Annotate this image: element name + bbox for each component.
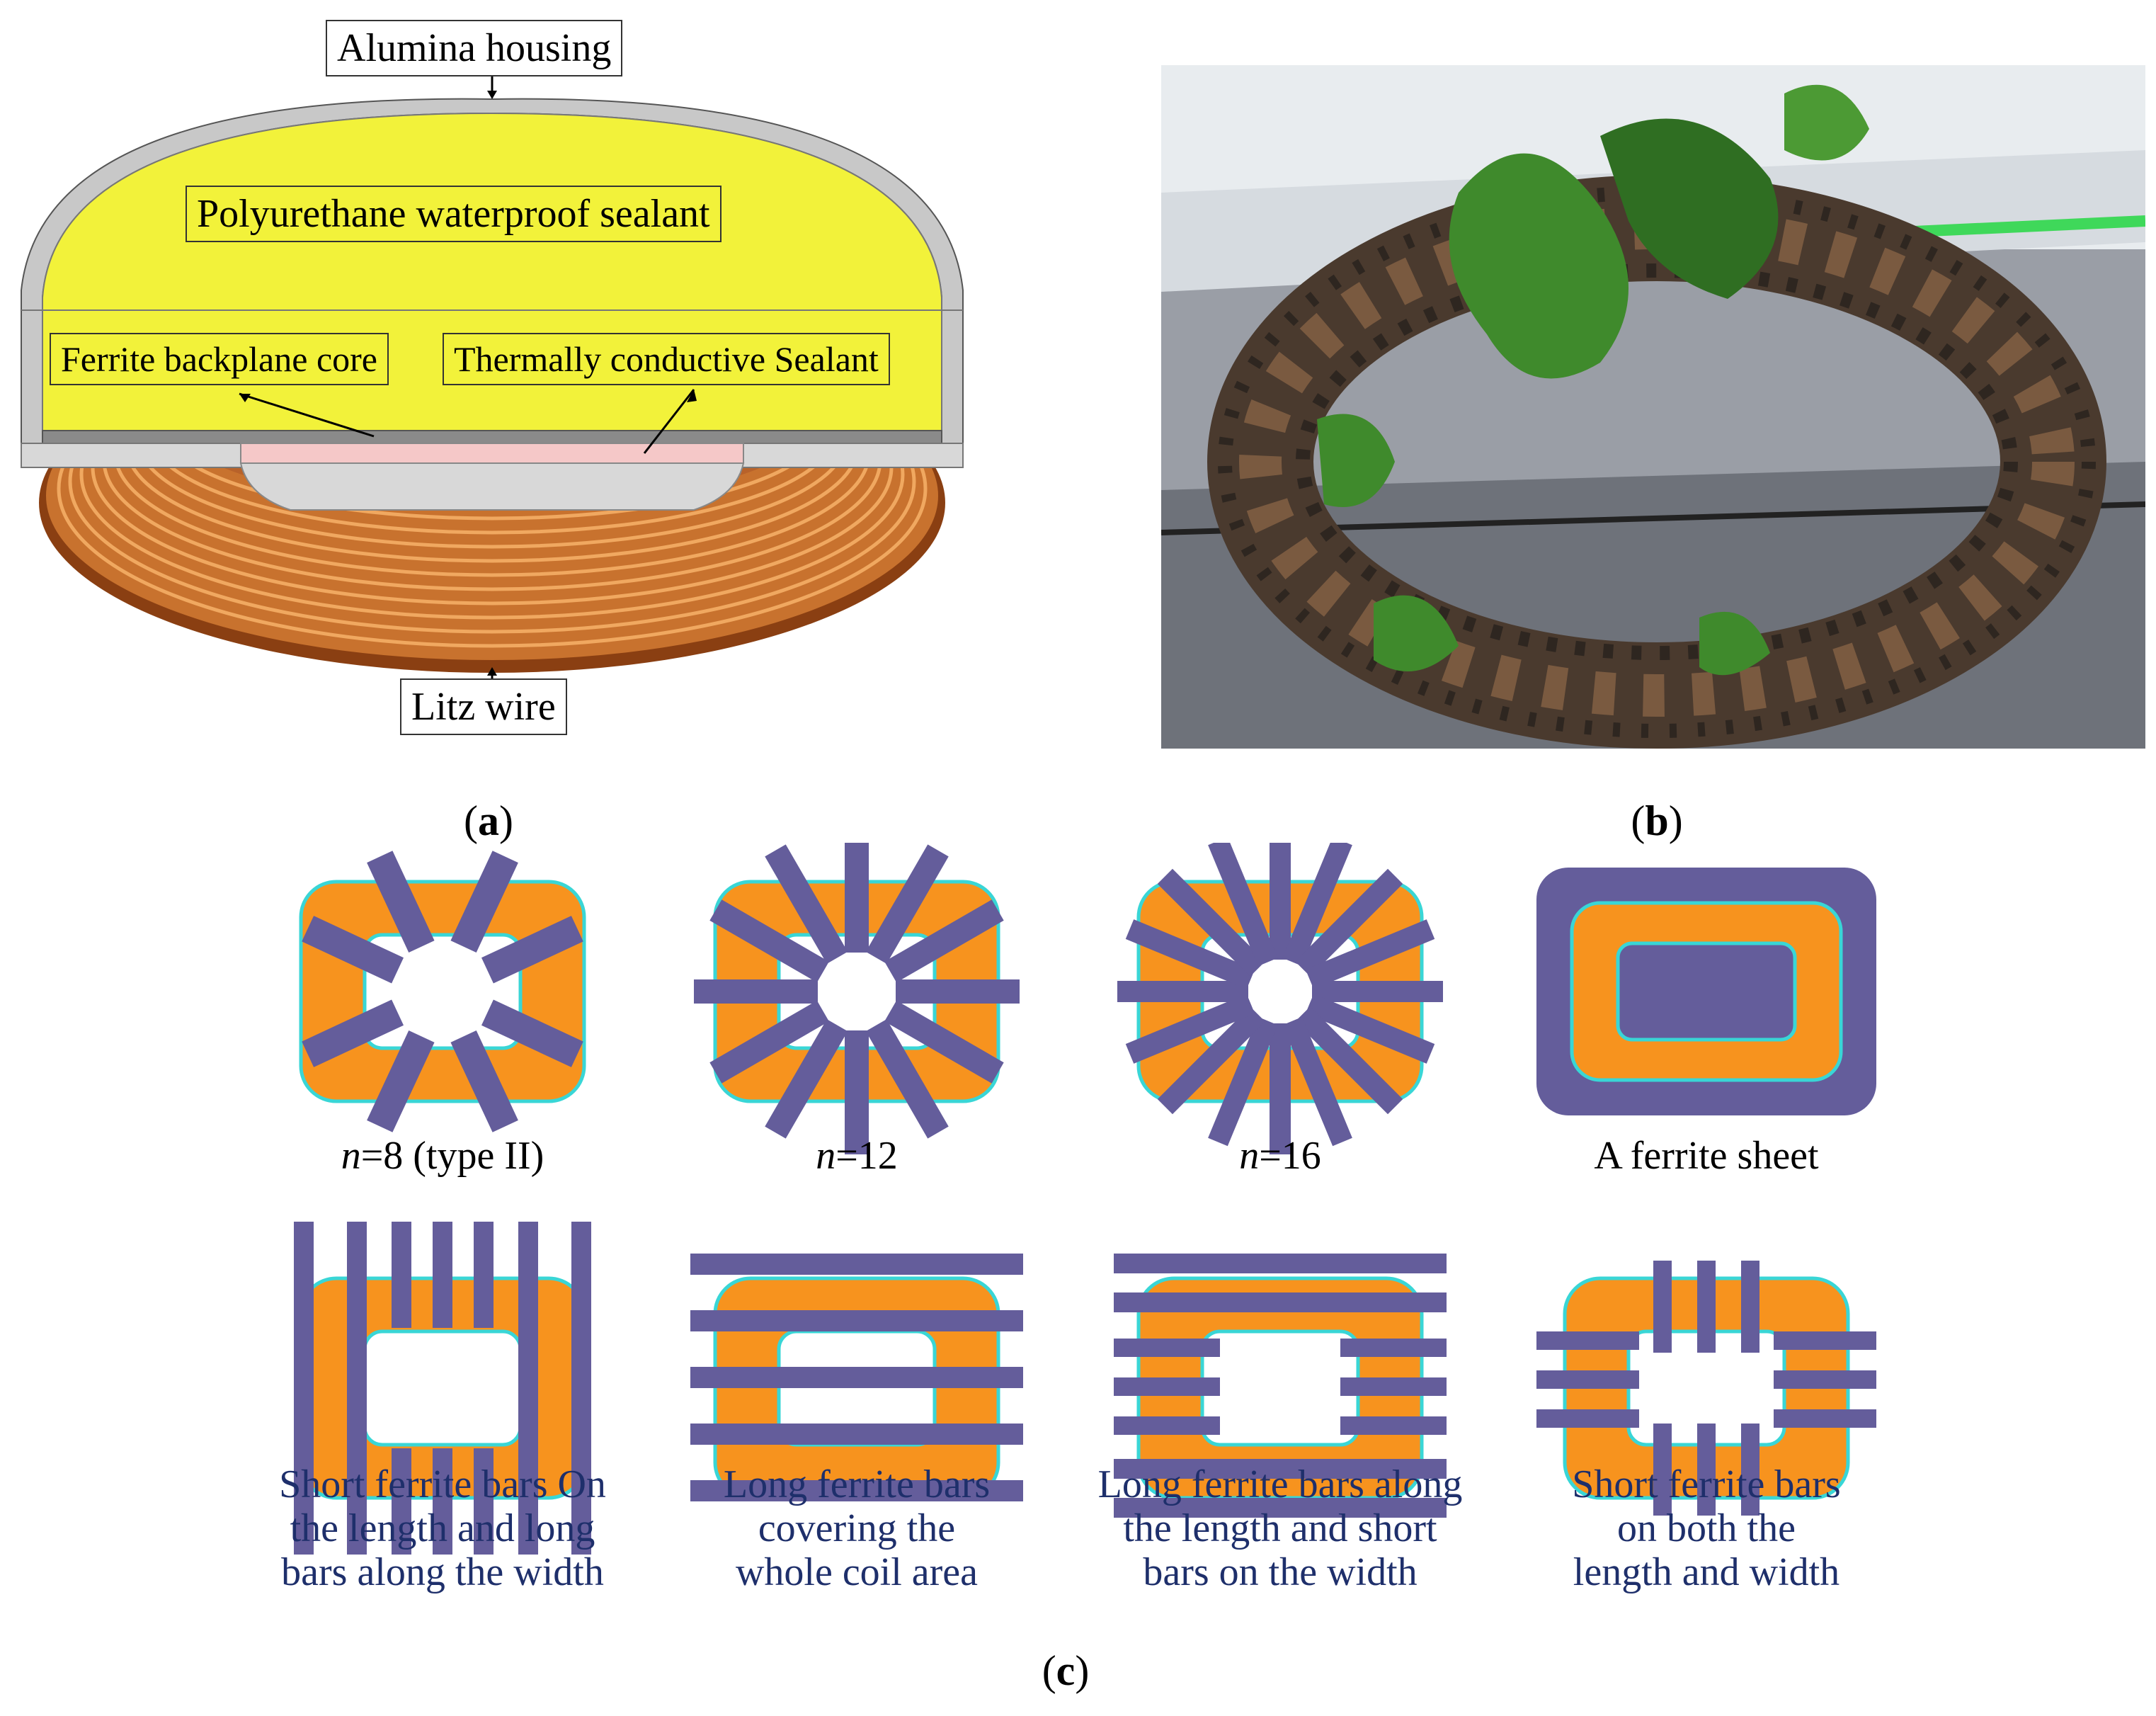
- coil-n12: [694, 843, 1020, 1154]
- label-alumina-housing: Alumina housing: [326, 20, 623, 76]
- caption-n12: n=12: [816, 1134, 898, 1178]
- caption-long-bars-whole: Long ferrite bars covering the whole coi…: [723, 1462, 991, 1594]
- caption-b: (b): [1631, 797, 1683, 844]
- label-ferrite-backplane: Ferrite backplane core: [50, 333, 389, 385]
- caption-short-length-long-width: Short ferrite bars On the length and lon…: [279, 1462, 606, 1594]
- thermal-sealant-layer: [240, 443, 744, 464]
- pointer-ferrite: [239, 392, 375, 438]
- caption-c: (c): [1042, 1647, 1090, 1694]
- caption-long-length-short-width: Long ferrite bars along the length and s…: [1097, 1462, 1463, 1594]
- algae: [1449, 153, 1629, 379]
- coil-long-length-short-width: [1114, 1254, 1447, 1518]
- caption-n16: n=16: [1239, 1134, 1321, 1178]
- ferrite-sheet: [1536, 868, 1876, 1115]
- coil-short-length-long-width: [294, 1222, 591, 1555]
- panel-c-diagram: [294, 843, 1876, 1555]
- coil-n16: [1117, 843, 1443, 1154]
- label-litz-wire: Litz wire: [400, 678, 567, 735]
- panel-a-diagram: [21, 69, 964, 686]
- coil-short-both: [1536, 1261, 1876, 1516]
- caption-ferrite-sheet: A ferrite sheet: [1594, 1134, 1819, 1178]
- label-thermal-sealant: Thermally conductive Sealant: [443, 333, 890, 385]
- coil-n8: [301, 851, 584, 1132]
- ferrite-backplane-core: [42, 430, 942, 444]
- caption-short-both: Short ferrite bars on both the length an…: [1572, 1462, 1841, 1594]
- pointer-thermal: [643, 389, 695, 454]
- coil-long-bars-whole: [690, 1254, 1023, 1501]
- caption-n8: n=8 (type II): [341, 1134, 544, 1178]
- label-polyurethane-sealant: Polyurethane waterproof sealant: [186, 186, 721, 242]
- panel-b-photo: [1161, 65, 2145, 749]
- caption-a: (a): [464, 797, 513, 844]
